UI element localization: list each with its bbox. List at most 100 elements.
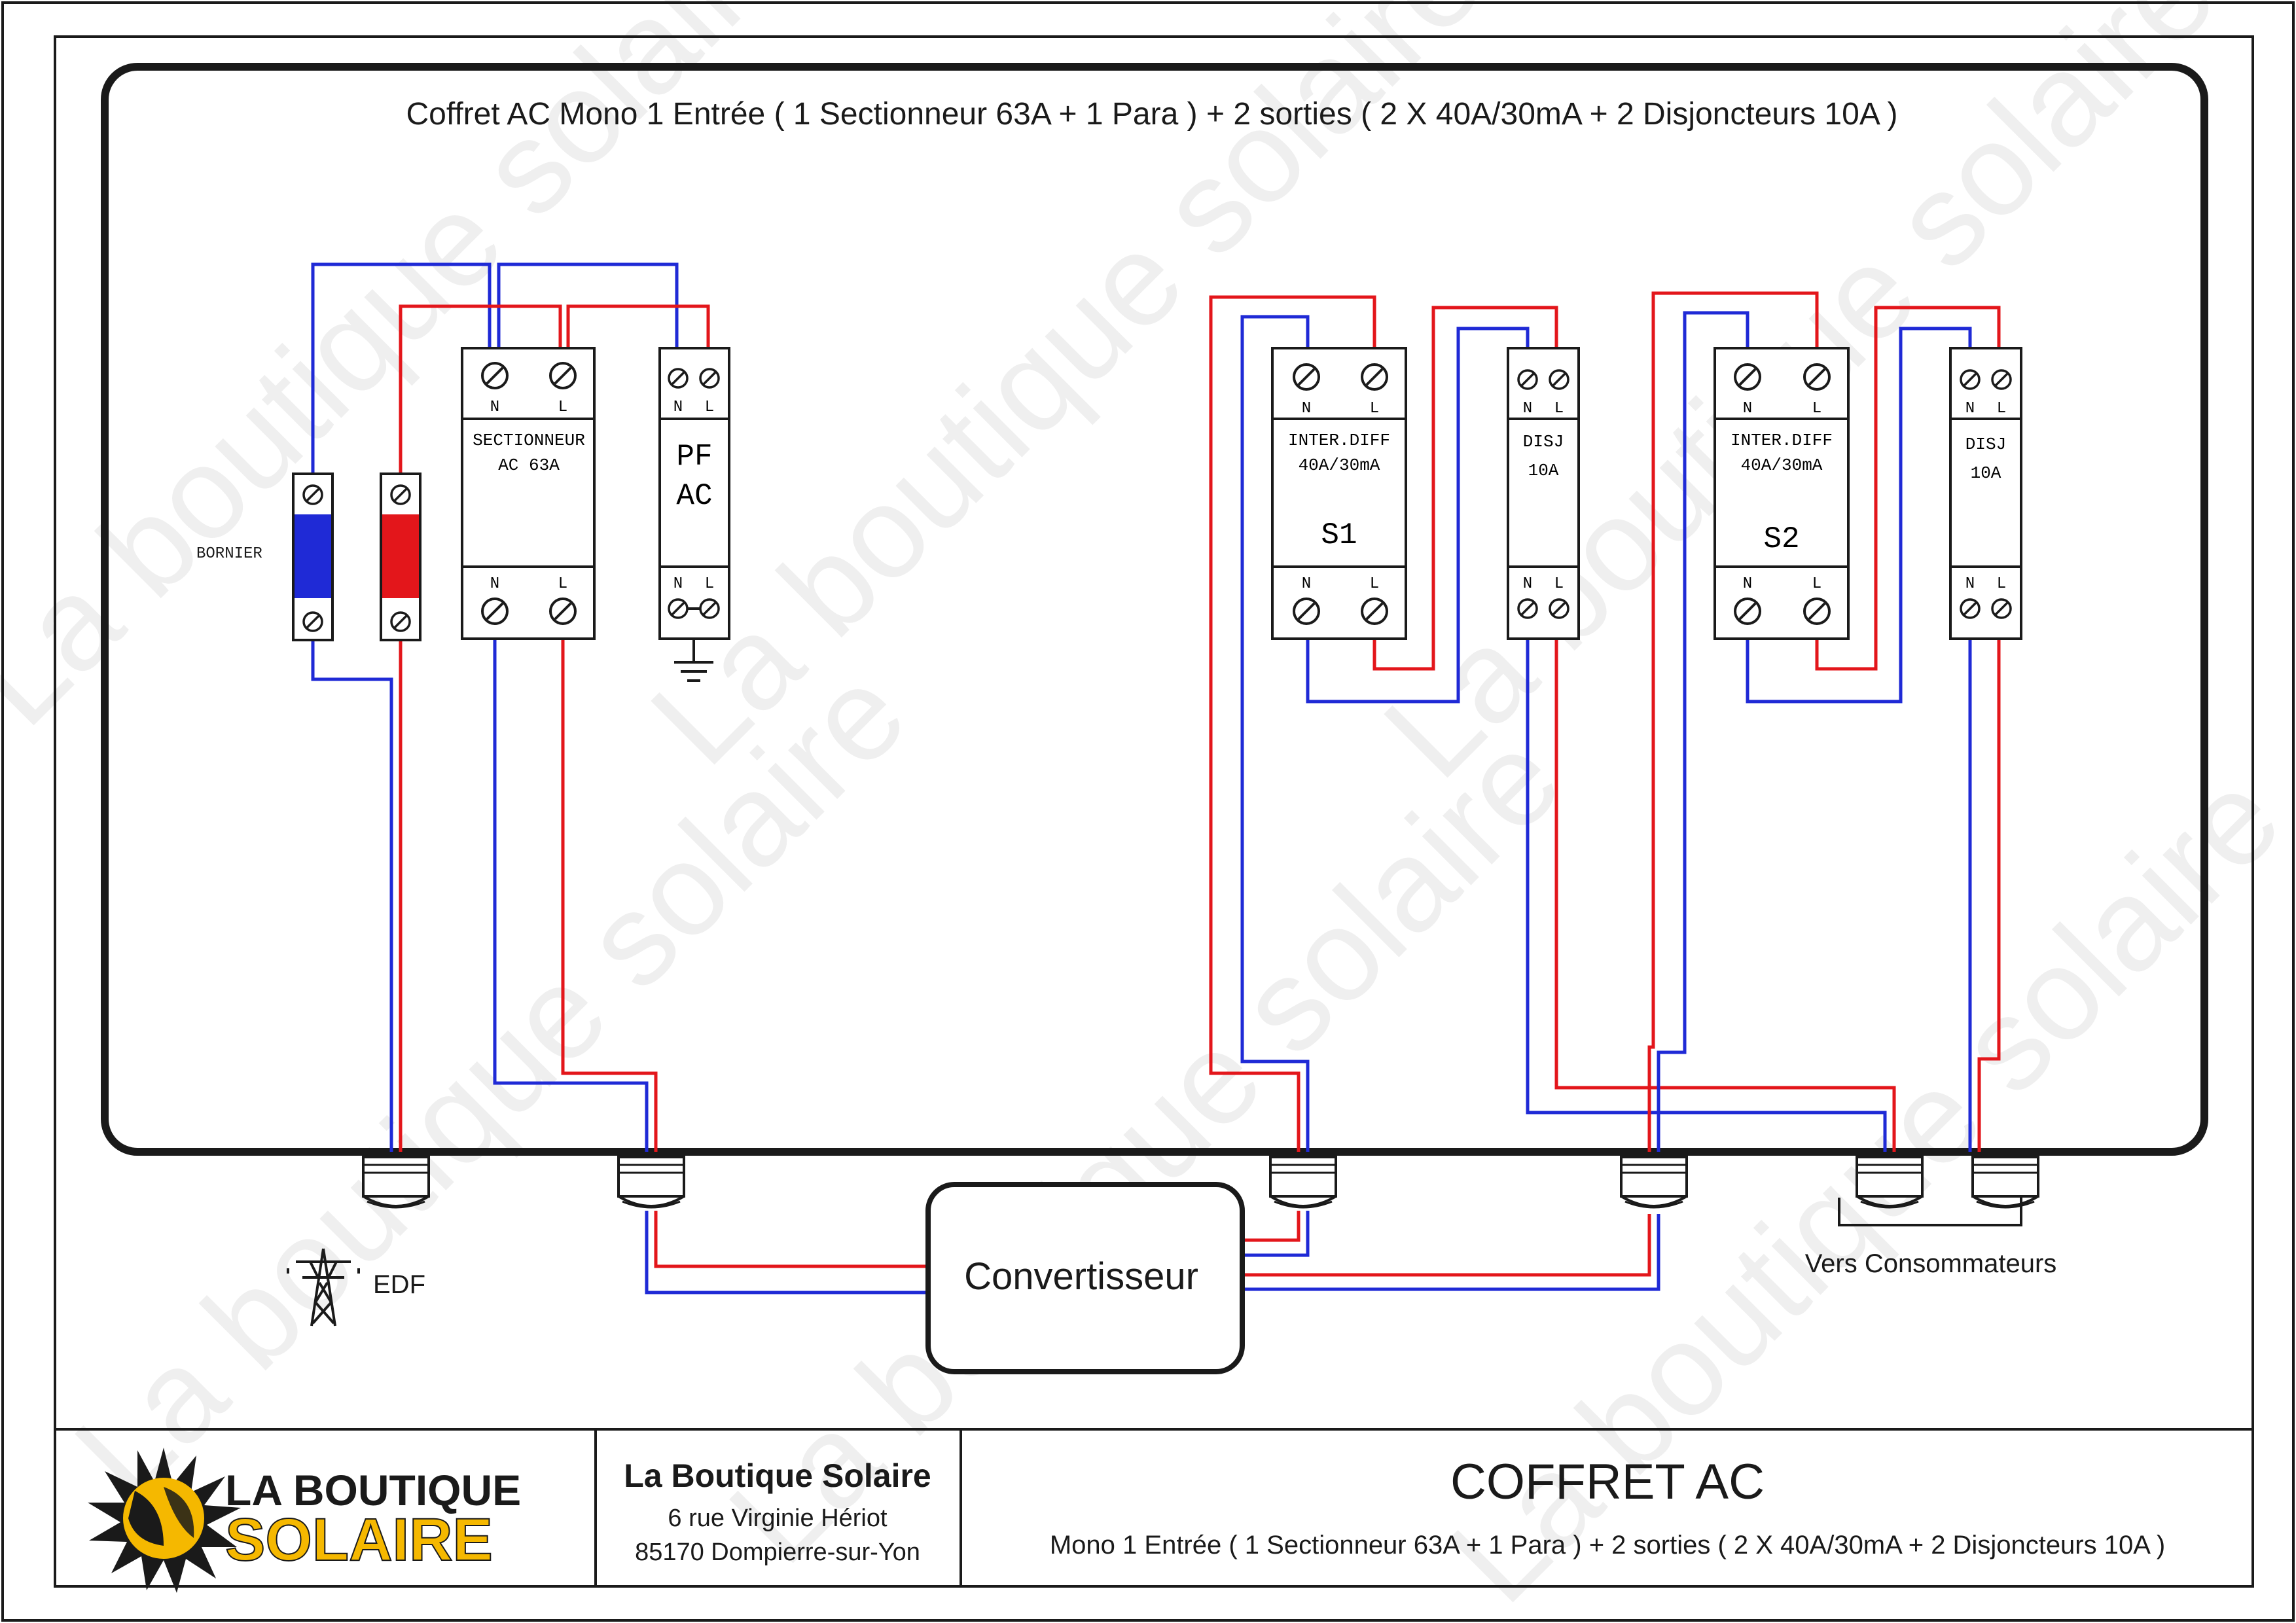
- inter2-term-n-bottom: N: [1743, 575, 1752, 593]
- gland-consumer-2: [1971, 1156, 2039, 1209]
- wire-neutral: [645, 1211, 928, 1294]
- wire-live: [399, 304, 562, 478]
- disj1-term-l-bottom: L: [1554, 575, 1564, 593]
- wire-neutral: [311, 641, 393, 1152]
- wire-live: [1554, 638, 1896, 1152]
- converter-box: [925, 1182, 1245, 1374]
- sectionneur-label-1: SECTIONNEUR: [473, 431, 585, 450]
- wire-live: [561, 638, 658, 1152]
- disj2-term-l-top: L: [1997, 400, 2006, 418]
- earth-icon: [674, 661, 713, 682]
- sheet-subtitle: Mono 1 Entrée ( 1 Sectionneur 63A + 1 Pa…: [1050, 1531, 2165, 1560]
- company-address-2: 85170 Dompierre-sur-Yon: [635, 1539, 920, 1566]
- inter2-label-2: 40A/30mA: [1741, 455, 1823, 475]
- diagram-title: Coffret AC Mono 1 Entrée ( 1 Sectionneur…: [406, 97, 1897, 132]
- inter1-label-1: INTER.DIFF: [1288, 431, 1390, 450]
- pylon-icon: [287, 1248, 360, 1327]
- inter2-name: S2: [1763, 522, 1799, 556]
- wires: [311, 262, 2001, 1294]
- wire-neutral: [493, 638, 649, 1152]
- inter1-term-n-top: N: [1302, 400, 1311, 418]
- wire-live: [1209, 295, 1376, 1152]
- logo-text-line1: LA BOUTIQUE: [225, 1466, 521, 1514]
- wire-live: [1242, 1214, 1651, 1277]
- inter1-term-l-top: L: [1370, 400, 1379, 418]
- disj2-term-n-bottom: N: [1965, 575, 1975, 593]
- parafoudre-label-2: AC: [676, 479, 712, 513]
- parafoudre-body: [658, 347, 730, 640]
- inter2-term-l-bottom: L: [1812, 575, 1821, 593]
- disj2-term-l-bottom: L: [1997, 575, 2006, 593]
- converter-label: Convertisseur: [964, 1255, 1198, 1298]
- sun-logo-icon: [88, 1448, 241, 1593]
- sheet-border: [54, 35, 2254, 1588]
- parafoudre-term-n-top: N: [673, 399, 683, 416]
- disj1-term-n-bottom: N: [1523, 575, 1532, 593]
- disj1-body: [1507, 347, 1580, 640]
- sectionneur-term-n-top: N: [490, 399, 499, 416]
- bornier-live-fill: [382, 514, 419, 598]
- sectionneur-body: [461, 347, 596, 640]
- gland-converter-2: [1620, 1156, 1688, 1209]
- title-block: LA BOUTIQUE SOLAIRE La Boutique Solaire …: [55, 1428, 2253, 1593]
- logo-text-line2: SOLAIRE: [225, 1507, 493, 1573]
- parafoudre: N L PF AC N L: [658, 347, 730, 682]
- inter2-body: [1713, 347, 1850, 640]
- wire-neutral: [1306, 327, 1530, 704]
- sectionneur-label-2: AC 63A: [498, 455, 560, 475]
- sectionneur-term-n-bottom: N: [490, 575, 499, 593]
- inter-diff-s2: N L INTER.DIFF 40A/30mA S2 N L: [1713, 347, 1850, 640]
- inter1-name: S1: [1321, 518, 1357, 552]
- wire-live: [1815, 306, 2001, 671]
- parafoudre-term-n-bottom: N: [673, 575, 683, 593]
- disj2-body: [1949, 347, 2022, 640]
- edf-label: EDF: [373, 1270, 425, 1299]
- wire-neutral: [1526, 638, 1887, 1152]
- inter1-body: [1271, 347, 1407, 640]
- bornier-neutral-fill: [295, 514, 331, 598]
- enclosure-box: [101, 63, 2208, 1156]
- disj1-label-1: DISJ: [1523, 432, 1564, 452]
- inter2-label-1: INTER.DIFF: [1731, 431, 1833, 450]
- wire-live: [1647, 291, 1819, 1152]
- wire-neutral: [497, 262, 679, 366]
- inter1-label-2: 40A/30mA: [1299, 455, 1380, 475]
- wire-neutral: [1242, 1211, 1310, 1257]
- parafoudre-label-1: PF: [676, 440, 712, 474]
- disj1-term-n-top: N: [1523, 400, 1532, 418]
- sectionneur: N L SECTIONNEUR AC 63A N L: [461, 347, 596, 640]
- inter2-term-l-top: L: [1812, 400, 1821, 418]
- consumers-bracket: [1838, 1198, 2022, 1226]
- wire-live: [566, 304, 710, 366]
- disj2-label-2: 10A: [1971, 463, 2001, 483]
- wire-neutral: [1657, 311, 1749, 1152]
- gland-converter-1: [1269, 1156, 1337, 1209]
- disj2-label-1: DISJ: [1965, 435, 2006, 454]
- inter1-term-l-bottom: L: [1370, 575, 1379, 593]
- gland-input: [617, 1156, 685, 1209]
- company-name: La Boutique Solaire: [624, 1457, 931, 1494]
- wire-live: [654, 1211, 928, 1268]
- consumers-label: Vers Consommateurs: [1805, 1249, 2057, 1278]
- inter1-term-n-bottom: N: [1302, 575, 1311, 593]
- company-address-1: 6 rue Virginie Hériot: [668, 1505, 888, 1532]
- inter2-term-n-top: N: [1743, 400, 1752, 418]
- sheet-heading: COFFRET AC: [1450, 1454, 1765, 1510]
- wire-neutral: [1746, 327, 1972, 704]
- wire-neutral: [1242, 1214, 1660, 1291]
- wire-neutral: [1240, 315, 1310, 1152]
- disj1-term-l-top: L: [1554, 400, 1564, 418]
- sectionneur-term-l-bottom: L: [558, 575, 567, 593]
- inter-diff-s1: N L INTER.DIFF 40A/30mA S1 N L: [1271, 347, 1407, 640]
- disj1-label-2: 10A: [1528, 461, 1559, 480]
- wire-live: [1977, 638, 2001, 1152]
- parafoudre-term-l-top: L: [705, 399, 714, 416]
- bornier-label: BORNIER: [196, 545, 262, 563]
- wire-live: [1242, 1211, 1300, 1242]
- disj2-term-n-top: N: [1965, 400, 1975, 418]
- bornier: BORNIER: [196, 473, 422, 641]
- sectionneur-term-l-top: L: [558, 399, 567, 416]
